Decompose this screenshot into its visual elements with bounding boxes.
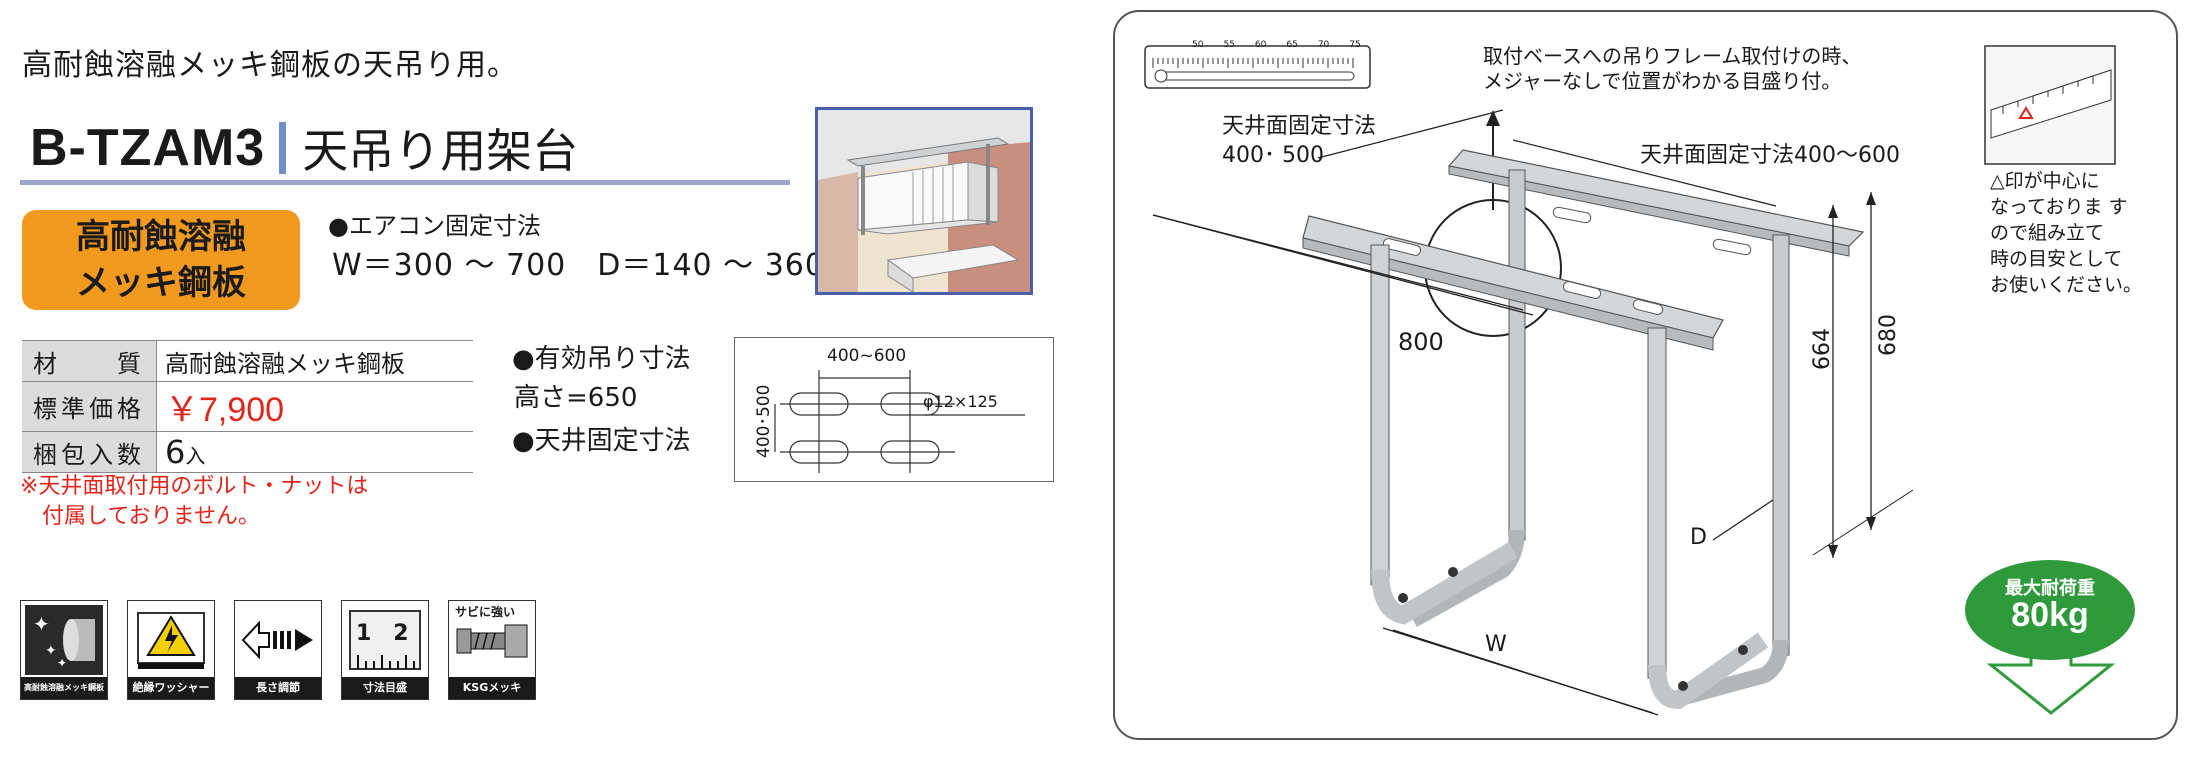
ceiling-slot-diagram: 400~600 400･500 φ12×125 xyxy=(734,337,1054,482)
center-note: △印が中心に なっておりま す ので組み立て 時の目安として お使いください。 xyxy=(1990,168,2142,298)
spec-value-pack-unit: 入 xyxy=(185,444,206,468)
scale-tick-label: 60 xyxy=(1254,40,1267,50)
table-row: 梱包入数 6入 xyxy=(22,431,473,473)
feature-caption: 寸法目盛 xyxy=(342,677,428,699)
scale-tick-label: 65 xyxy=(1286,40,1298,50)
svg-text:✦: ✦ xyxy=(33,612,50,636)
feature-caption: 高耐蝕溶融メッキ鋼板 xyxy=(21,677,107,699)
adjust-arrows-icon xyxy=(241,620,313,660)
ceiling-right-label: 天井面固定寸法400～600 xyxy=(1640,143,1900,168)
dim-664: 664 xyxy=(1810,328,1835,370)
center-note-line: ので組み立て xyxy=(1990,222,2105,244)
feature-caption: 長さ調節 xyxy=(235,677,321,699)
scale-digits-icon xyxy=(349,610,421,670)
max-load-value: 80kg xyxy=(2011,596,2089,634)
subtitle: 高耐蝕溶融メッキ鋼板の天吊り用。 xyxy=(22,48,518,83)
electric-warning-icon xyxy=(137,612,205,669)
ceiling-label: ●天井固定寸法 xyxy=(512,426,691,456)
stand-diagram xyxy=(1144,45,2135,716)
scale-tick-label: 55 xyxy=(1223,40,1235,50)
scale-tick-label: 70 xyxy=(1317,40,1330,50)
material-badge: 高耐蝕溶融 メッキ鋼板 xyxy=(22,210,300,310)
bolt-note-line2: 付属しておりません。 xyxy=(42,504,261,529)
aircon-dims-value: W＝300 ～ 700 D＝140 ～ 360 xyxy=(332,248,825,283)
scale-note-line1: 取付ベースへの吊りフレーム取付けの時、 xyxy=(1483,44,1862,68)
feature-caption: KSGメッキ xyxy=(449,677,535,699)
slot-width-label: 400~600 xyxy=(827,346,907,366)
ksg-top-label: サビに強い xyxy=(455,603,516,620)
spec-table: 材 質 高耐蝕溶融メッキ鋼板 標準価格 ￥7,900 梱包入数 6入 xyxy=(22,340,473,473)
dim-680: 680 xyxy=(1876,314,1901,356)
center-note-line: △印が中心に xyxy=(1990,170,2100,192)
center-note-line: なっておりま す xyxy=(1990,196,2128,218)
spec-value-price: ￥7,900 xyxy=(165,391,285,429)
spec-value-material: 高耐蝕溶融メッキ鋼板 xyxy=(156,340,473,382)
scale-note-line2: メジャーなしで位置がわかる目盛り付。 xyxy=(1483,69,1842,93)
hang-value: 高さ=650 xyxy=(514,383,638,413)
dim-800: 800 xyxy=(1398,328,1444,356)
ceiling-left-label-2: 400･ 500 xyxy=(1222,143,1324,168)
feature-caption: 絶縁ワッシャー xyxy=(128,677,214,699)
title-separator xyxy=(279,122,287,174)
slot-hole-label: φ12×125 xyxy=(923,392,998,411)
center-note-line: 時の目安として xyxy=(1990,248,2123,270)
svg-text:✦: ✦ xyxy=(57,656,67,670)
dim-w: W xyxy=(1485,632,1507,657)
table-row: 材 質 高耐蝕溶融メッキ鋼板 xyxy=(22,340,473,382)
dim-d: D xyxy=(1690,525,1707,550)
material-badge-line2: メッキ鋼板 xyxy=(76,263,246,303)
scale-tick-label: 75 xyxy=(1349,40,1361,50)
spec-key-price: 標準価格 xyxy=(22,381,157,432)
installation-photo xyxy=(815,107,1033,295)
feature-coating: ✦ ✦ ✦ 高耐蝕溶融メッキ鋼板 xyxy=(20,600,108,700)
feature-length-adjust: 長さ調節 xyxy=(234,600,322,700)
feature-ksg: サビに強い KSGメッキ xyxy=(448,600,536,700)
bolt-note: ※天井面取付用のボルト・ナットは 付属しておりません。 xyxy=(20,472,368,532)
spec-key-material: 材 質 xyxy=(22,340,157,382)
aircon-dims-label: ●エアコン固定寸法 xyxy=(328,212,541,240)
spec-key-pack: 梱包入数 xyxy=(22,431,157,473)
scale-tick-label: 50 xyxy=(1192,40,1204,50)
bolt-note-line1: ※天井面取付用のボルト・ナットは xyxy=(20,474,369,499)
svg-text:✦: ✦ xyxy=(45,643,57,659)
slot-depth-label: 400･500 xyxy=(754,384,774,458)
scale-tick-labels: 50 55 60 65 70 75 xyxy=(1140,40,1361,50)
material-badge-line1: 高耐蝕溶融 xyxy=(76,217,246,257)
product-name: 天吊り用架台 xyxy=(302,124,579,178)
bolt-nut-icon xyxy=(456,624,528,658)
scale-digits: 1 2 xyxy=(356,621,409,646)
spec-value-pack-qty: 6 xyxy=(165,433,186,471)
hang-label: ●有効吊り寸法 xyxy=(512,344,691,374)
model-number: B-TZAM3 xyxy=(30,119,266,177)
title-underline xyxy=(20,180,790,185)
feature-scale: 1 2 寸法目盛 xyxy=(341,600,429,700)
max-load-label: 最大耐荷重 xyxy=(2005,578,2095,599)
feature-washer: 絶縁ワッシャー xyxy=(127,600,215,700)
center-note-line: お使いください。 xyxy=(1990,274,2143,296)
ceiling-left-label-1: 天井面固定寸法 xyxy=(1222,114,1377,139)
title-row: B-TZAM3 天吊り用架台 xyxy=(30,118,578,178)
sparkle-coil-icon: ✦ ✦ ✦ xyxy=(25,605,103,675)
table-row: 標準価格 ￥7,900 xyxy=(22,381,473,432)
